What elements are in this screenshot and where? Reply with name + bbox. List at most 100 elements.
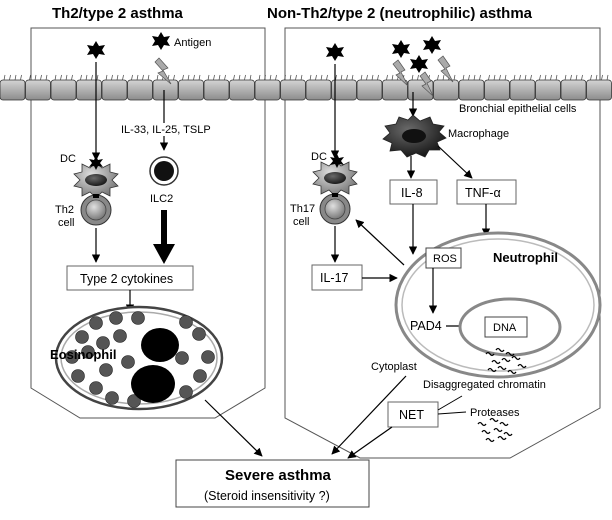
eosinophil-granule	[193, 369, 207, 383]
chromatin-squiggle	[511, 355, 521, 361]
neutrophil-label: Neutrophil	[493, 250, 558, 265]
chromatin-squiggle	[485, 351, 495, 357]
dc-right-label: DC	[311, 151, 327, 163]
cilia	[366, 74, 368, 81]
net-label: NET	[399, 408, 424, 422]
cilia	[96, 74, 99, 81]
cilia	[156, 74, 159, 81]
epithelial-cell	[229, 79, 255, 101]
lightning-bolt-icon	[419, 71, 434, 97]
chromatin-squiggle	[485, 437, 495, 443]
cilia	[60, 74, 62, 81]
cilia	[335, 74, 337, 81]
epithelial-cell	[382, 79, 408, 101]
th17-label-line1: Th17	[290, 203, 315, 215]
ros-label: ROS	[433, 253, 457, 265]
eosinophil-granule	[192, 327, 206, 341]
chromatin-strands	[477, 417, 513, 443]
cilia	[377, 74, 379, 81]
cilia	[40, 74, 42, 81]
epithelial-cell	[509, 79, 536, 101]
epithelial-cell	[76, 79, 102, 101]
eosinophil-granule	[109, 311, 123, 325]
cilia	[258, 74, 261, 81]
cilia	[493, 74, 496, 81]
epithelial-cell	[50, 79, 77, 101]
eosinophil-granule	[105, 391, 119, 405]
chromatin-strands	[485, 347, 527, 375]
tnfa-box	[456, 179, 517, 205]
antigen-star-icon	[152, 32, 170, 50]
epithelium-label: Bronchial epithelial cells	[459, 103, 577, 115]
cilia	[488, 74, 490, 81]
antigen-star-icon	[410, 55, 428, 73]
epithelial-cell	[586, 79, 612, 101]
cilia	[340, 74, 343, 81]
cilia	[54, 74, 57, 81]
eosinophil-granule	[81, 345, 95, 359]
eosinophil-granule	[65, 350, 79, 364]
cilia	[85, 74, 88, 81]
epithelial-cell	[484, 79, 510, 101]
cilia	[453, 74, 456, 81]
cilia	[80, 74, 82, 81]
arrow-neutrophil-to-th17	[355, 219, 405, 266]
cilia	[513, 74, 516, 81]
epithelial-cell	[127, 79, 153, 101]
epithelial-cell	[178, 79, 204, 101]
th2-label-line1: Th2	[55, 204, 74, 216]
antigen-star-icon	[392, 40, 410, 58]
antigen-star-icon	[326, 43, 344, 61]
cilia	[20, 74, 22, 81]
cilia	[468, 74, 470, 81]
cilia	[351, 74, 354, 81]
tcr-connector	[332, 193, 338, 197]
il17-box	[311, 264, 363, 291]
eosinophil-granule	[179, 385, 193, 399]
dna-label: DNA	[493, 322, 517, 334]
eosinophil-granule	[127, 394, 141, 408]
cilia	[295, 74, 297, 81]
right-panel-title: Non-Th2/type 2 (neutrophilic) asthma	[267, 5, 533, 22]
antigen-label: Antigen	[174, 37, 211, 49]
cilia	[136, 74, 139, 81]
cilia	[442, 74, 445, 81]
cilia	[264, 74, 266, 81]
connector-chromatin-net	[437, 395, 463, 411]
cilia	[575, 74, 578, 81]
chromatin-squiggle	[497, 435, 507, 441]
eosinophil-granule	[89, 316, 103, 330]
proteases-label: Proteases	[470, 407, 520, 419]
cilia	[244, 74, 246, 81]
cilia	[417, 74, 419, 81]
epithelial-cell	[458, 79, 485, 101]
eosinophil-granule	[121, 355, 135, 369]
cilia	[479, 74, 481, 81]
net-box	[387, 401, 439, 428]
cilia	[218, 74, 221, 81]
lightning-bolt-icon	[437, 55, 454, 83]
thick-arrow-ilc2-to-cytokines	[153, 210, 175, 264]
il8-box	[389, 179, 438, 205]
cilia	[198, 74, 201, 81]
cilia	[111, 74, 113, 81]
cilia	[275, 74, 277, 81]
cilia	[3, 74, 6, 81]
arrow-net-to-severe	[347, 426, 393, 459]
cilia	[224, 74, 226, 81]
cilia	[606, 74, 609, 81]
epithelial-cell	[560, 79, 587, 101]
cilia	[34, 74, 37, 81]
disaggregated-chromatin-label: Disaggregated chromatin	[423, 379, 546, 391]
severe-asthma-label: Severe asthma	[225, 467, 332, 484]
cilia	[391, 74, 394, 81]
neutrophil-inner-ring	[401, 238, 595, 372]
cilia	[14, 74, 17, 81]
macrophage-nucleus	[402, 129, 426, 143]
cilia	[173, 74, 175, 81]
cilia	[473, 74, 476, 81]
chromatin-squiggle	[497, 365, 507, 371]
left-panel-title: Th2/type 2 asthma	[52, 5, 184, 22]
